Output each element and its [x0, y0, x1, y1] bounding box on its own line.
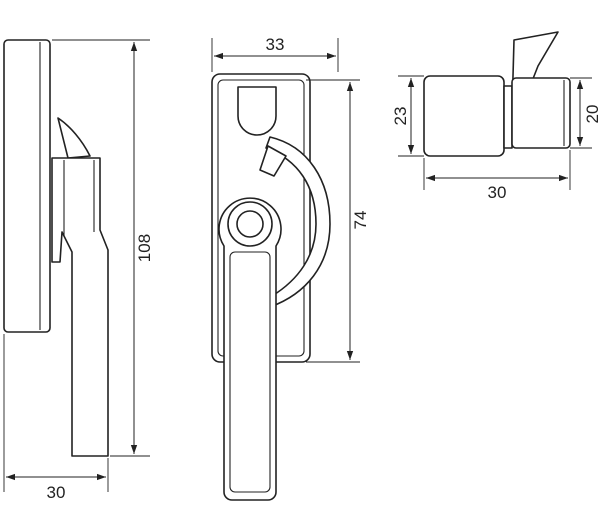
top-left-height-label: 23 — [391, 107, 410, 126]
front-pivot-screw — [236, 210, 264, 238]
front-hook-neck — [259, 145, 287, 177]
top-dimensions: 23 20 30 — [391, 75, 600, 202]
side-width-label: 30 — [47, 483, 66, 502]
side-view — [3, 39, 109, 457]
top-right-height-label: 20 — [583, 105, 600, 124]
front-lever-inner — [229, 251, 271, 493]
front-top-slot — [237, 86, 277, 136]
front-height-label: 74 — [351, 211, 370, 230]
side-base-plate — [3, 39, 51, 333]
top-knob-collar — [503, 85, 513, 149]
side-handle-body — [51, 157, 109, 457]
front-handle-lever — [218, 197, 282, 501]
front-view — [211, 73, 331, 501]
top-view — [423, 31, 571, 157]
top-width-label: 30 — [488, 183, 507, 202]
side-height-label: 108 — [135, 234, 154, 262]
top-knob-body — [423, 75, 505, 157]
front-dimensions: 33 74 — [211, 35, 370, 363]
top-base-block — [511, 77, 571, 149]
side-dimensions: 108 30 — [3, 39, 154, 502]
side-hook-tip — [57, 117, 91, 159]
front-width-label: 33 — [266, 35, 285, 54]
